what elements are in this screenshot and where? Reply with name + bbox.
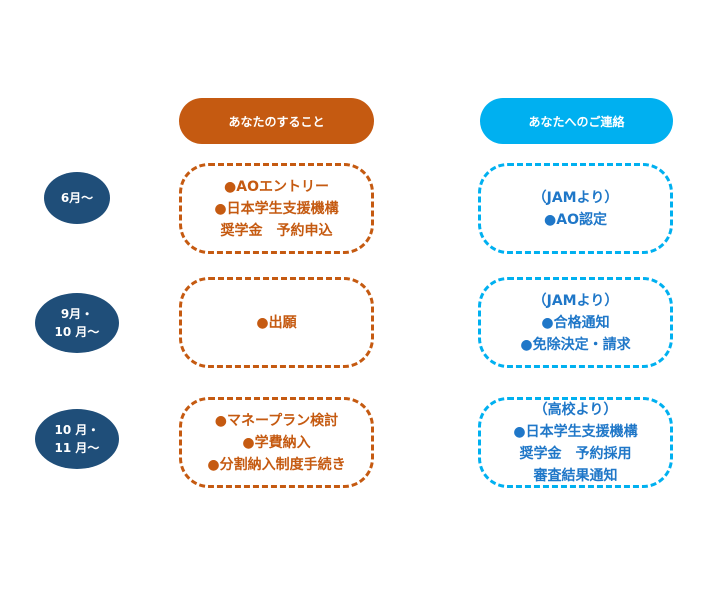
period-2-line1: 9月・ xyxy=(60,307,94,321)
action-3-line-1: ●マネープラン検討 xyxy=(214,412,339,429)
header-notifications-label: あなたへのご連絡 xyxy=(528,114,625,129)
header-your-actions-label: あなたのすること xyxy=(228,114,325,129)
notification-2-line-1: （JAMより） xyxy=(532,292,619,309)
notification-1-line-1: （JAMより） xyxy=(532,189,619,206)
notification-3-line-1: （高校より） xyxy=(533,401,618,418)
period-badge-1: 6月～ xyxy=(44,172,110,224)
action-box-2: ●出願 xyxy=(179,277,374,368)
action-3-line-3: ●分割納入制度手続き xyxy=(207,456,346,473)
period-badge-2: 9月・ 10 月～ xyxy=(35,293,119,353)
action-1-line-3: 奨学金 予約申込 xyxy=(220,222,333,239)
action-box-1: ●AOエントリー ●日本学生支援機構 奨学金 予約申込 xyxy=(179,163,374,254)
notification-box-3: （高校より） ●日本学生支援機構 奨学金 予約採用 審査結果通知 xyxy=(478,397,673,488)
action-2-line-1: ●出願 xyxy=(256,314,297,331)
period-3-line1: 10 月・ xyxy=(54,423,100,437)
notification-3-line-3: 奨学金 予約採用 xyxy=(519,445,632,462)
notification-2-line-2: ●合格通知 xyxy=(541,314,610,331)
action-1-line-2: ●日本学生支援機構 xyxy=(214,200,339,217)
notification-box-2: （JAMより） ●合格通知 ●免除決定・請求 xyxy=(478,277,673,368)
period-1-line1: 6月～ xyxy=(60,191,94,205)
action-box-3: ●マネープラン検討 ●学費納入 ●分割納入制度手続き xyxy=(179,397,374,488)
action-1-line-1: ●AOエントリー xyxy=(224,178,329,195)
period-badge-3: 10 月・ 11 月～ xyxy=(35,409,119,469)
notification-1-line-2: ●AO認定 xyxy=(544,211,607,228)
notification-2-line-3: ●免除決定・請求 xyxy=(520,336,631,353)
period-2-line2: 10 月～ xyxy=(54,325,100,339)
notification-box-1: （JAMより） ●AO認定 xyxy=(478,163,673,254)
notification-3-line-2: ●日本学生支援機構 xyxy=(513,423,638,440)
period-3-line2: 11 月～ xyxy=(54,441,100,455)
header-notifications: あなたへのご連絡 xyxy=(480,98,673,144)
action-3-line-2: ●学費納入 xyxy=(242,434,311,451)
notification-3-line-4: 審査結果通知 xyxy=(533,467,618,484)
header-your-actions: あなたのすること xyxy=(179,98,374,144)
